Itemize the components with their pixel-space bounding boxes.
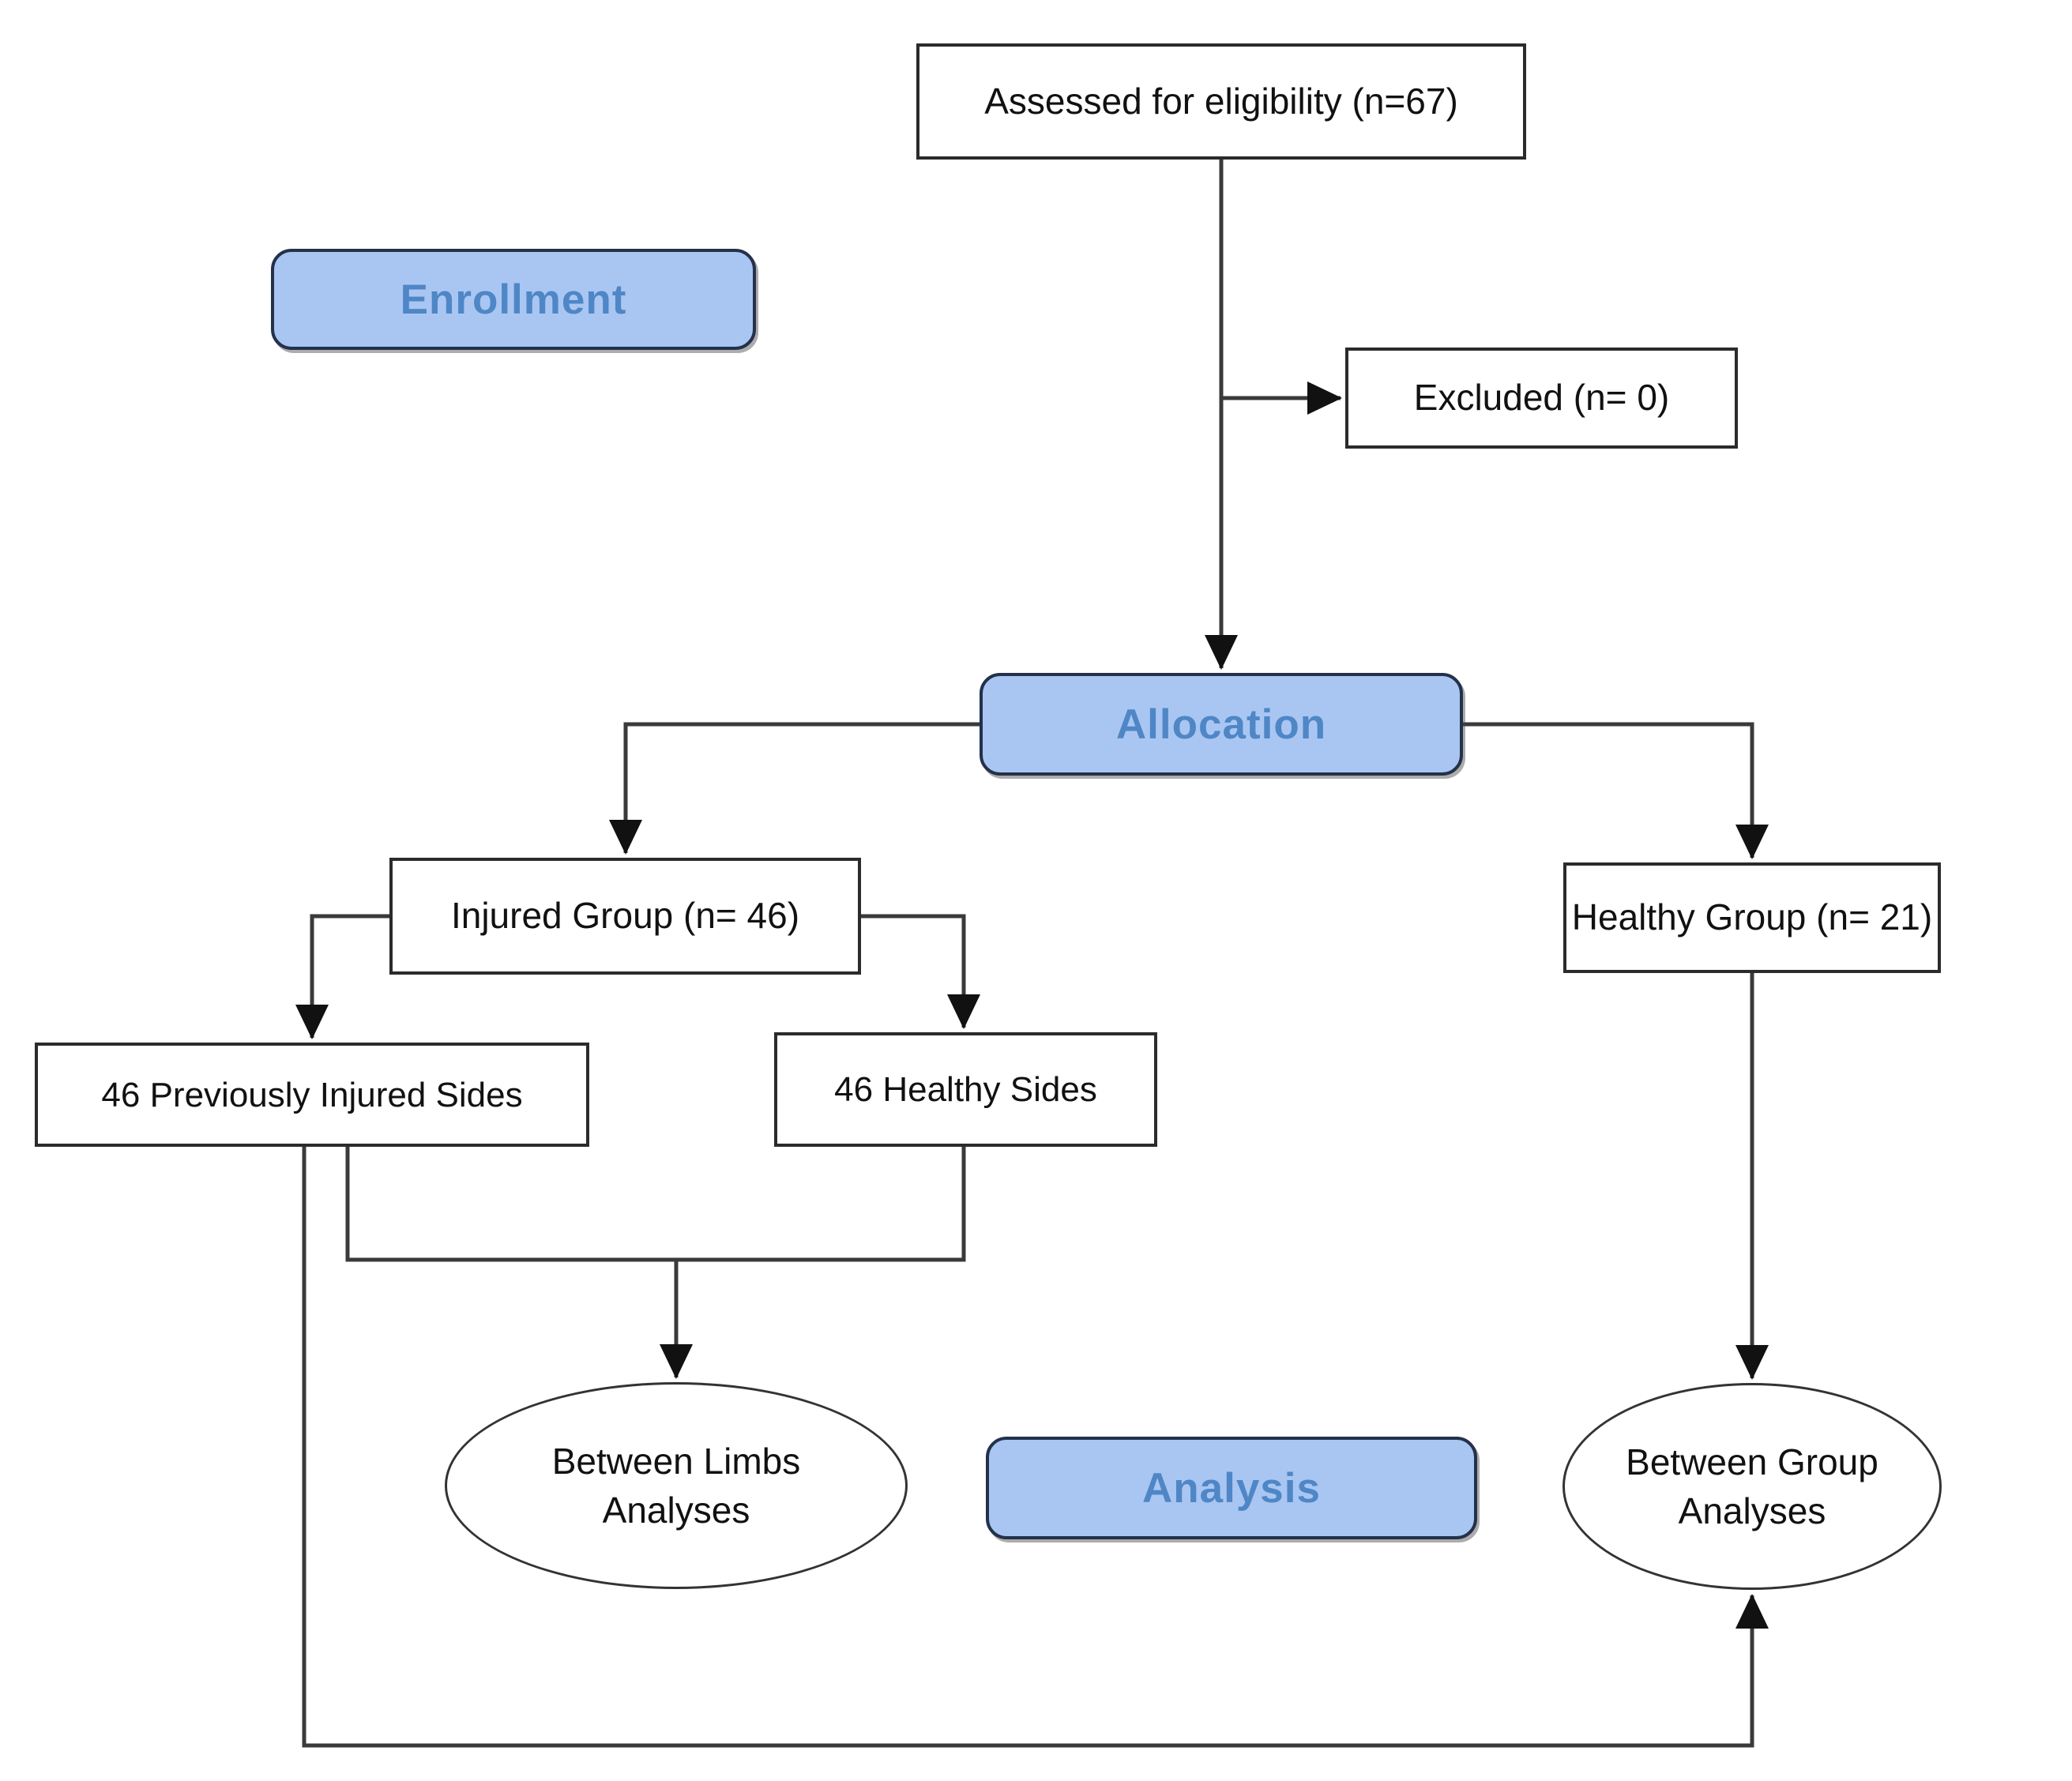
stage-analysis: Analysis [986,1437,1477,1539]
stage-enrollment: Enrollment [271,249,756,350]
injured-group-label: Injured Group (n= 46) [450,895,800,937]
excluded-box: Excluded (n= 0) [1345,348,1738,449]
between-limbs-line1: Between Limbs [551,1440,801,1482]
between-group-analyses-ellipse: Between Group Analyses [1562,1383,1942,1590]
healthy-sides-box: 46 Healthy Sides [774,1032,1157,1147]
healthy-group-label: Healthy Group (n= 21) [1571,896,1933,938]
between-group-line2: Analyses [1678,1490,1826,1531]
analysis-label: Analysis [1141,1464,1321,1512]
injured-group-box: Injured Group (n= 46) [389,858,861,975]
allocation-label: Allocation [1115,701,1327,748]
between-limbs-analyses-ellipse: Between Limbs Analyses [445,1382,908,1589]
previously-injured-sides-box: 46 Previously Injured Sides [35,1043,589,1147]
between-limbs-line2: Analyses [602,1490,750,1531]
assessed-eligibility-label: Assessed for eligibility (n=67) [984,80,1458,122]
healthy-sides-label: 46 Healthy Sides [834,1070,1097,1109]
enrollment-label: Enrollment [400,276,627,323]
healthy-group-box: Healthy Group (n= 21) [1563,862,1941,973]
between-group-line1: Between Group [1626,1441,1878,1482]
stage-allocation: Allocation [980,673,1463,776]
previously-injured-sides-label: 46 Previously Injured Sides [101,1075,523,1114]
assessed-eligibility-box: Assessed for eligibility (n=67) [916,43,1526,160]
excluded-label: Excluded (n= 0) [1413,377,1670,419]
